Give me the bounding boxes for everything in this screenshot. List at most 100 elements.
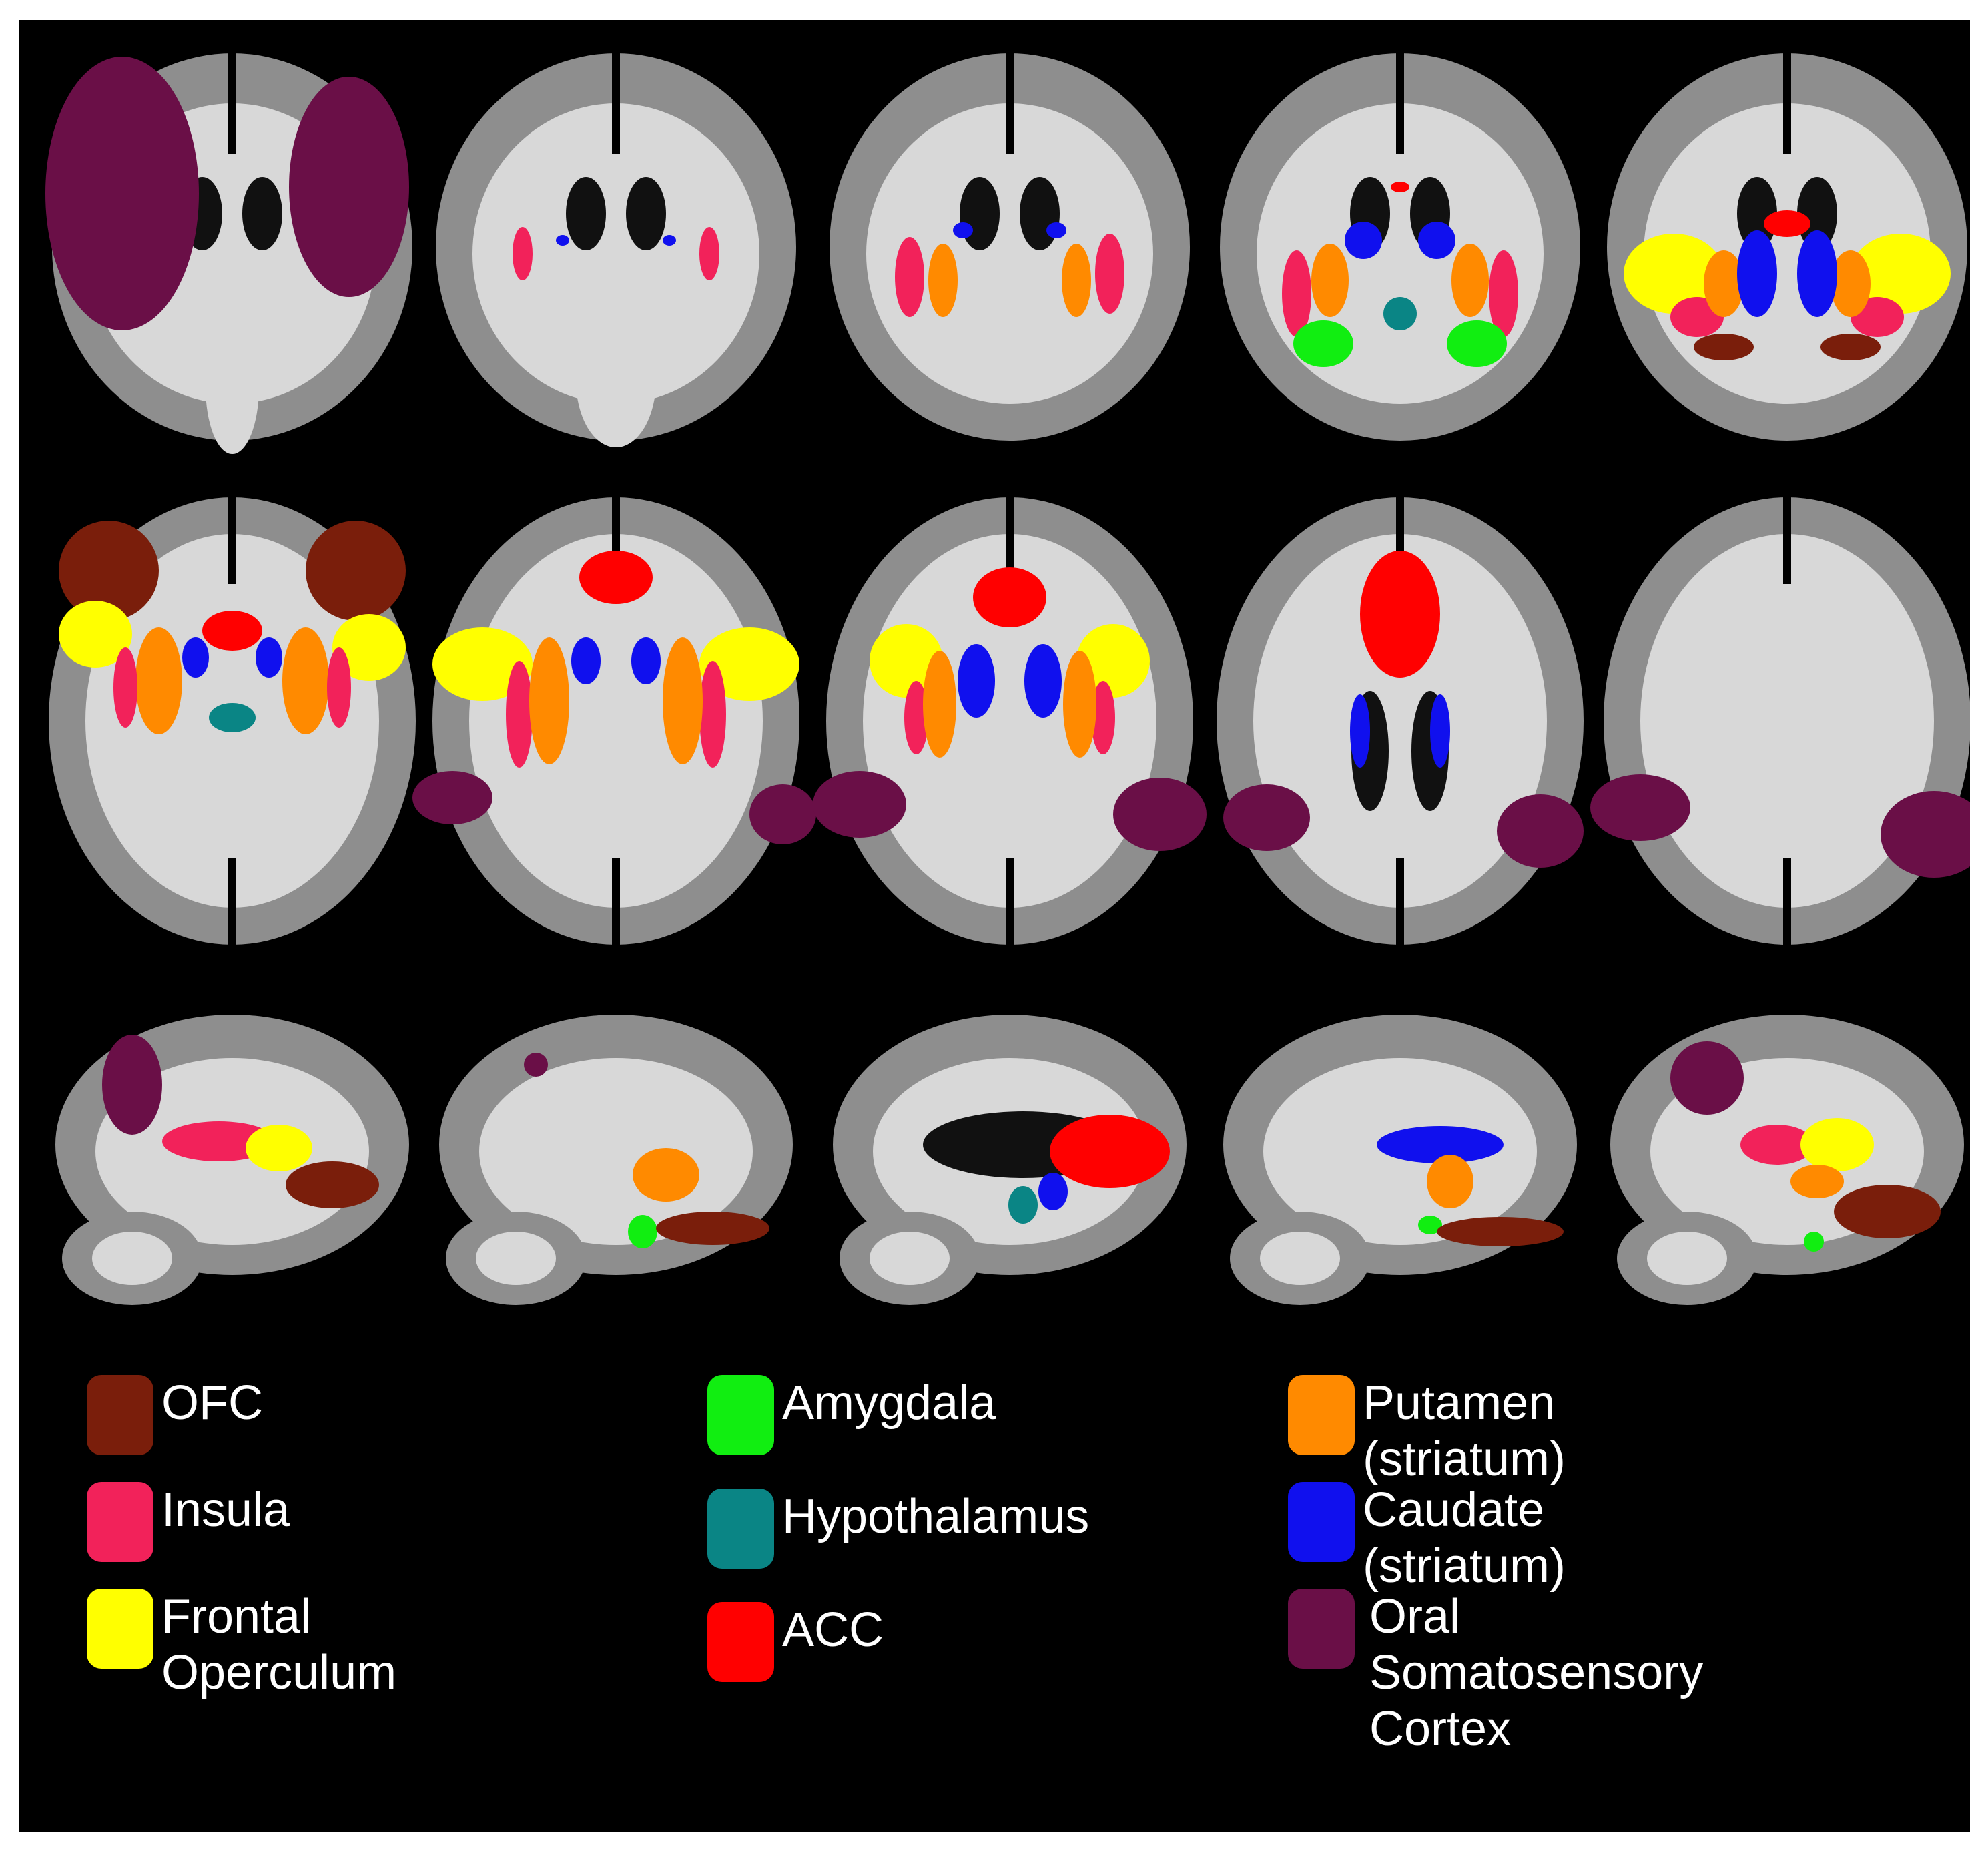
legend-swatch-hypothalamus [707, 1489, 774, 1569]
region-putamen-left [529, 637, 569, 764]
axial-slice-5-midline-back [1783, 858, 1791, 945]
region-ofc-right [1820, 334, 1881, 360]
region-insula [1740, 1125, 1814, 1165]
region-oralss-right [289, 77, 409, 297]
region-oralss [102, 1035, 162, 1135]
axial-slice-1-midline-back [228, 858, 236, 945]
legend-swatch-insula [87, 1482, 153, 1562]
region-frontop-right [1076, 624, 1150, 698]
legend-label-hypothalamus: Hypothalamus [782, 1490, 1090, 1543]
region-putamen-right [1063, 651, 1096, 758]
coronal-slice-1 [45, 53, 412, 454]
coronal-slice-4 [1220, 53, 1580, 441]
coronal-slice-2-midline [612, 53, 620, 154]
coronal-slice-2-white-matter [472, 103, 759, 404]
region-insula-right [1091, 681, 1115, 754]
coronal-slice-2-ventricle-left [566, 177, 606, 250]
region-insula-left [895, 237, 924, 317]
region-insula-right [1489, 250, 1518, 337]
region-caudate-right [631, 637, 661, 684]
region-oralss-left [412, 771, 492, 824]
region-oralss-left [813, 771, 906, 838]
sagittal-slice-1 [55, 1015, 409, 1305]
region-acc [1050, 1115, 1170, 1188]
coronal-slice-3-ventricle-right [1020, 177, 1060, 250]
region-caudate-left [182, 637, 209, 678]
coronal-slice-5-ventricle-left [1737, 177, 1777, 250]
region-oralss-right [1881, 791, 1970, 878]
region-putamen-right [282, 627, 329, 734]
region-putamen [633, 1148, 699, 1202]
axial-slice-4-white-matter [1253, 534, 1547, 908]
sagittal-slice-4 [1223, 1015, 1577, 1305]
sagittal-slice-2 [439, 1015, 793, 1305]
legend-swatch-ofc [87, 1375, 153, 1455]
sagittal-slice-1-cerebellum-white [92, 1232, 172, 1285]
legend-label-caudate: Caudate (striatum) [1363, 1483, 1566, 1593]
region-oralss-right [1497, 794, 1584, 868]
region-caudate-right [1418, 222, 1455, 259]
axial-slice-5-white-matter [1640, 534, 1934, 908]
region-putamen [1790, 1165, 1844, 1198]
legend-swatch-putamen [1288, 1375, 1355, 1455]
region-insula-right [327, 647, 351, 728]
region-ofc [656, 1212, 769, 1245]
legend-label-insula: Insula [161, 1483, 290, 1537]
region-caudate [1038, 1173, 1068, 1210]
region-insula-left [1282, 250, 1311, 337]
axial-slice-3-midline-back [1006, 858, 1014, 945]
region-oralss [524, 1053, 548, 1077]
region-acc [973, 567, 1046, 627]
region-caudate-left [953, 222, 973, 238]
axial-slice-4 [1217, 497, 1584, 945]
region-ofc-right [306, 521, 406, 621]
coronal-slice-1-midline [228, 53, 236, 154]
region-caudate-right [663, 235, 676, 246]
region-putamen-right [1831, 250, 1871, 317]
region-frontop-right [699, 627, 799, 701]
region-insula-right [699, 227, 719, 280]
axial-slice-2-white-matter [469, 534, 763, 908]
region-caudate-left [571, 637, 601, 684]
region-hypothal [209, 703, 256, 732]
region-amygdala [1804, 1232, 1824, 1252]
coronal-slice-2-ventricle-right [626, 177, 666, 250]
coronal-slice-4-midline [1396, 53, 1404, 154]
axial-slice-3-midline-front [1006, 497, 1014, 584]
legend-label-amygdala: Amygdala [782, 1376, 996, 1430]
region-caudate-right [1024, 644, 1062, 718]
region-ofc [1834, 1185, 1941, 1238]
axial-slice-4-midline-back [1396, 858, 1404, 945]
legend-label-putamen: Putamen (striatum) [1363, 1376, 1566, 1486]
region-amygdala [628, 1215, 657, 1248]
coronal-slice-3-white-matter [866, 103, 1153, 404]
coronal-slice-5 [1607, 53, 1967, 441]
region-caudate-right [256, 637, 282, 678]
region-acc [202, 611, 262, 651]
region-caudate-left [1350, 694, 1370, 768]
region-hypothal [1383, 297, 1417, 330]
region-insula-left [513, 227, 533, 280]
region-frontop-left [1624, 234, 1724, 314]
region-hypothal [1008, 1186, 1038, 1224]
region-caudate-right [1430, 694, 1450, 768]
coronal-slice-5-midline [1783, 53, 1791, 154]
region-putamen-left [1311, 244, 1349, 317]
region-ofc [1437, 1217, 1564, 1246]
region-frontop-left [870, 624, 943, 698]
region-ofc-left [59, 521, 159, 621]
sagittal-slice-2-cerebellum-white [476, 1232, 556, 1285]
coronal-slice-2-brainstem [576, 314, 656, 447]
region-putamen-right [1451, 244, 1489, 317]
region-insula-left [904, 681, 928, 754]
sagittal-slice-2-white-matter [479, 1058, 753, 1245]
axial-slice-2 [412, 497, 816, 945]
region-amygdala [1418, 1216, 1442, 1234]
region-acc [1764, 210, 1810, 237]
coronal-slice-3-ventricle-left [960, 177, 1000, 250]
region-insula-left [113, 647, 137, 728]
region-frontop-left [59, 601, 132, 668]
coronal-slice-1-ventricle-right [242, 177, 282, 250]
region-caudate-right [1797, 230, 1837, 317]
axial-slice-1 [49, 497, 416, 945]
